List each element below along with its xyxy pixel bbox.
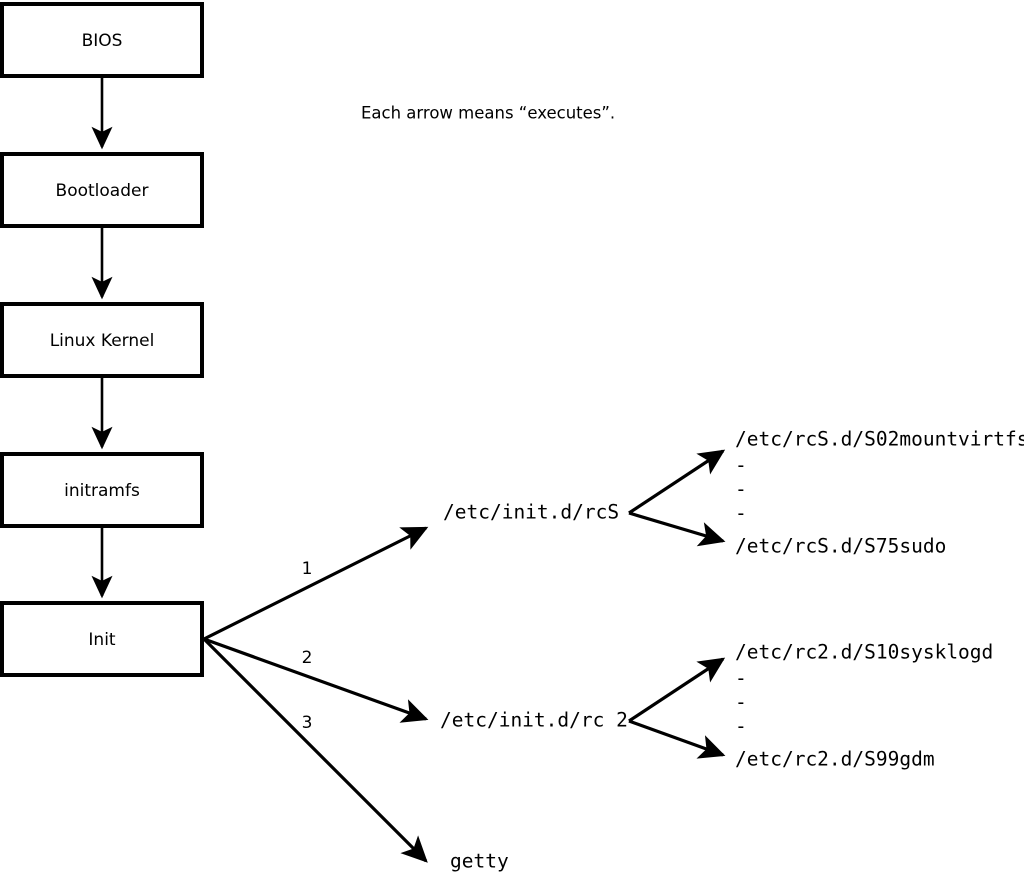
arrow-rc2-to-first-script — [628, 657, 726, 723]
node-linux-kernel[interactable]: Linux Kernel — [0, 302, 204, 378]
node-initramfs[interactable]: initramfs — [0, 452, 204, 528]
rcs-ellipsis-dash-1: - — [735, 454, 747, 477]
branch-label-2: 2 — [302, 648, 313, 668]
rc2-last-script-label: /etc/rc2.d/S99gdm — [735, 748, 935, 771]
arrow-rcs-to-last-script — [628, 511, 726, 547]
rc2-ellipsis-dash-1: - — [735, 667, 747, 690]
node-init-label: Init — [88, 630, 116, 650]
rc2-ellipsis-dash-3: - — [735, 715, 747, 738]
rcs-ellipsis-dash-2: - — [735, 478, 747, 501]
target-rc2-label: /etc/init.d/rc 2 — [440, 709, 628, 732]
arrow-rc2-to-last-script — [628, 719, 726, 759]
arrow-rcs-to-first-script — [628, 449, 726, 515]
node-bios[interactable]: BIOS — [0, 2, 204, 78]
target-getty-label: getty — [450, 850, 509, 873]
rc2-first-script-label: /etc/rc2.d/S10sysklogd — [735, 641, 993, 664]
node-bios-rect — [0, 2, 204, 78]
target-rcs-label: /etc/init.d/rcS — [443, 501, 619, 524]
node-bios-label: BIOS — [82, 31, 123, 51]
branch-label-1: 1 — [302, 559, 313, 579]
node-init-rect — [0, 601, 204, 677]
node-linux-kernel-label: Linux Kernel — [50, 331, 155, 351]
node-init[interactable]: Init — [0, 601, 204, 677]
arrow-init-to-rcs — [203, 526, 429, 641]
rcs-last-script-label: /etc/rcS.d/S75sudo — [735, 535, 946, 558]
rcs-ellipsis-dash-3: - — [735, 502, 747, 525]
arrow-init-to-rc2 — [203, 637, 429, 723]
diagram-caption: Each arrow means “executes”. — [361, 104, 615, 123]
node-initramfs-label: initramfs — [64, 481, 140, 501]
node-bootloader[interactable]: Bootloader — [0, 152, 204, 228]
node-initramfs-rect — [0, 452, 204, 528]
rc2-ellipsis-dash-2: - — [735, 691, 747, 714]
node-bootloader-label: Bootloader — [56, 181, 149, 201]
branch-label-3: 3 — [302, 713, 313, 733]
arrow-init-to-getty — [202, 637, 428, 863]
rcs-first-script-label: /etc/rcS.d/S02mountvirtfs — [735, 428, 1024, 451]
